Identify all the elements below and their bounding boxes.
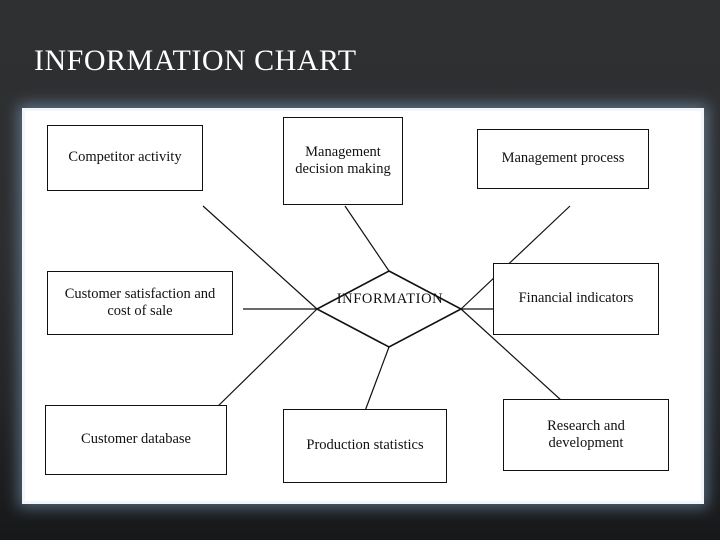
- node-label: Research and development: [547, 417, 625, 451]
- node-production-statistics[interactable]: Production statistics: [283, 409, 447, 483]
- node-management-decision-making[interactable]: Management decision making: [283, 117, 403, 205]
- node-label: Customer database: [81, 431, 191, 448]
- node-management-process[interactable]: Management process: [477, 129, 649, 189]
- line-to-competitor-activity: [202, 205, 318, 310]
- center-label: INFORMATION: [336, 291, 444, 307]
- node-label: Financial indicators: [518, 290, 634, 307]
- node-competitor-activity[interactable]: Competitor activity: [47, 125, 203, 191]
- line-to-customer-database: [212, 308, 318, 412]
- node-customer-database[interactable]: Customer database: [45, 405, 227, 475]
- node-label: Management decision making: [295, 143, 391, 177]
- node-research-and-development[interactable]: Research and development: [503, 399, 669, 471]
- line-to-production-statistics: [364, 346, 390, 412]
- line-to-management-decision-making: [344, 205, 390, 272]
- center-diamond: [315, 270, 463, 348]
- node-label: Production statistics: [306, 437, 424, 454]
- node-customer-satisfaction-and-cost-of-sale[interactable]: Customer satisfaction and cost of sale: [47, 271, 233, 335]
- content-panel: INFORMATION Competitor activity Manageme…: [22, 108, 704, 504]
- node-label: Management process: [501, 150, 625, 167]
- line-to-research-and-development: [460, 308, 574, 412]
- page-title: INFORMATION CHART: [34, 44, 357, 77]
- connector-lines: [202, 205, 574, 412]
- information-chart-diagram: INFORMATION Competitor activity Manageme…: [25, 111, 701, 501]
- node-financial-indicators[interactable]: Financial indicators: [493, 263, 659, 335]
- node-label: Customer satisfaction and cost of sale: [64, 285, 216, 319]
- line-to-management-process: [460, 205, 571, 310]
- node-label: Competitor activity: [68, 149, 182, 166]
